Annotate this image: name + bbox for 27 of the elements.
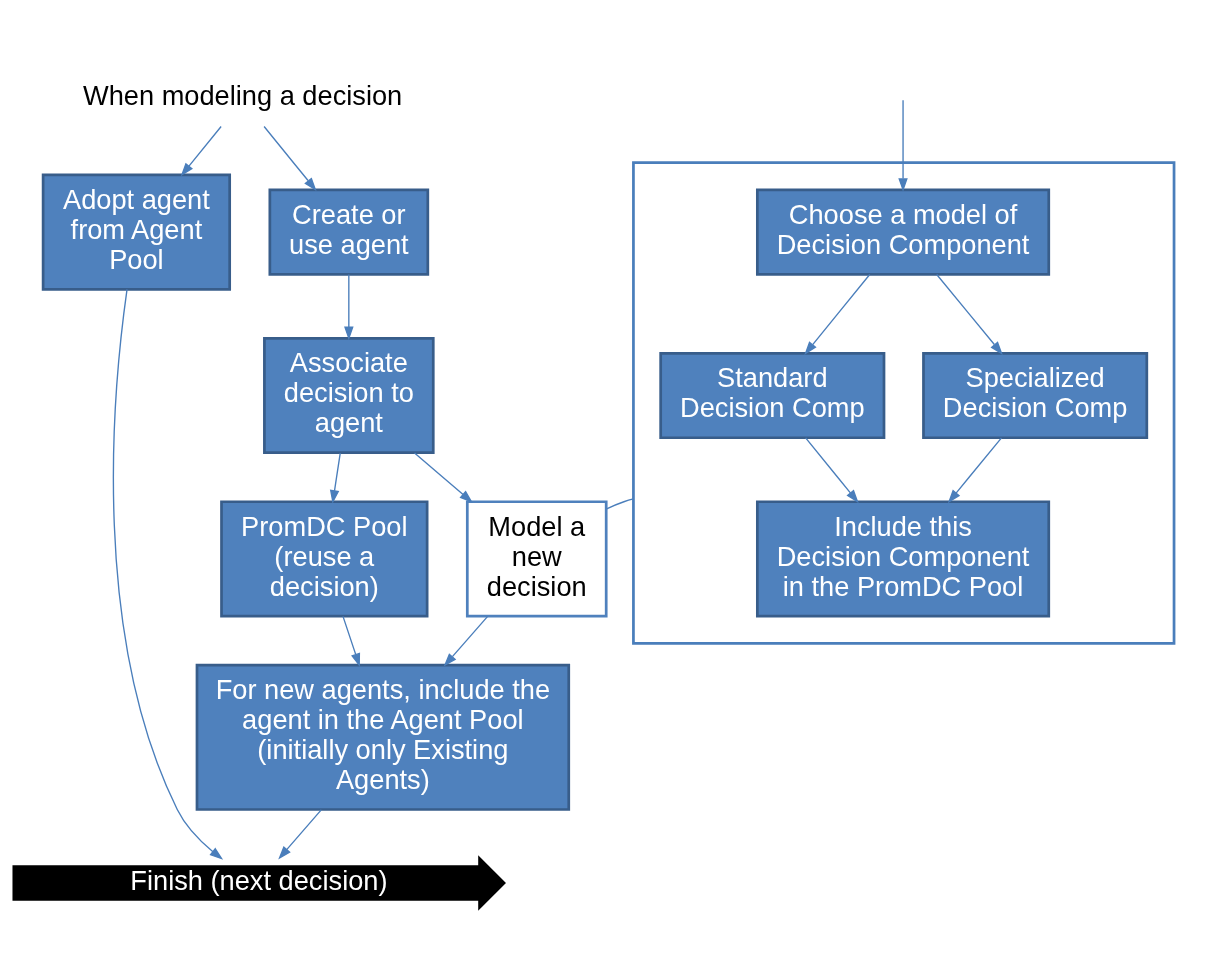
arrow [804,437,859,504]
node-box: Choose a model of Decision Component [756,188,1051,276]
arrow [342,615,361,667]
arrow [180,125,222,177]
arrow [898,99,908,192]
node-box: Adopt agent from Agent Pool [41,173,232,291]
node-box: Model a new decision [465,500,608,618]
node-box: PromDC Pool (reuse a decision) [220,500,429,618]
node-box: Associate decision to agent [263,337,435,455]
node-box: Create or use agent [268,188,430,276]
node-box: Specialized Decision Comp [922,351,1149,440]
arrow [329,452,341,504]
node-box: For new agents, include the agent in the Agent Pool (initially only Existing Agents) [195,663,571,811]
node-box: Include this Decision Component in the PromDC Pool [756,500,1051,618]
arrow [947,437,1003,504]
arrow [263,125,317,192]
arrow [413,452,473,504]
arrow [936,273,1003,355]
arrow [112,288,224,860]
arrow [344,273,354,341]
cluster [632,161,1176,645]
arrow [278,809,322,860]
arrow [443,615,489,667]
arrow [804,273,871,355]
connector [606,498,635,510]
node-box: Standard Decision Comp [659,351,886,440]
node-text: When modeling a decision [82,80,403,112]
